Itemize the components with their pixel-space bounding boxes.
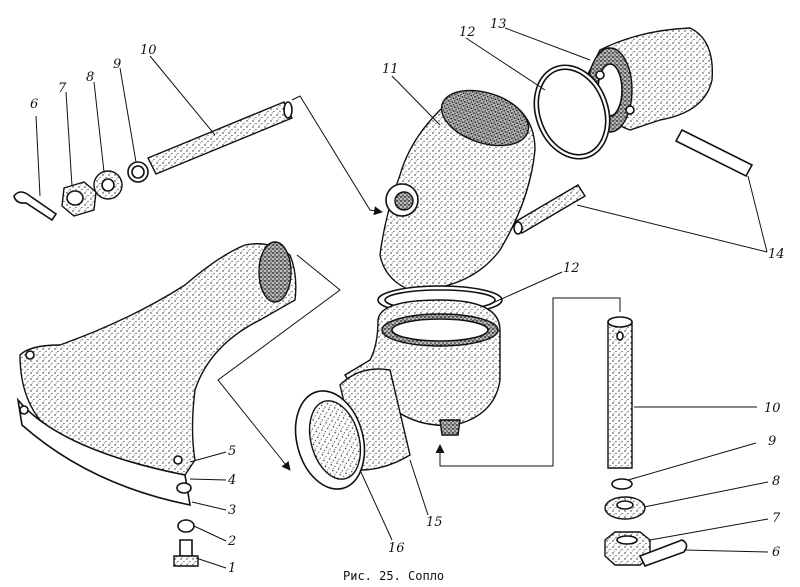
ring-top [127,161,149,183]
castle-nut-top [61,181,97,217]
callout-12-middle: 12 [563,261,580,276]
callout-4: 4 [227,473,236,488]
washer-vertical [604,496,646,520]
callout-5: 5 [228,444,236,459]
callout-15: 15 [426,515,443,530]
callout-3: 3 [228,503,236,518]
leader-lines [35,27,769,569]
callout-9-right: 9 [768,434,776,449]
callout-16: 16 [388,541,405,556]
callout-10-top: 10 [140,43,157,58]
callout-6-right: 6 [772,545,780,560]
elbow-housing [379,89,536,291]
dowel-middle [513,184,586,235]
callout-14: 14 [768,247,785,262]
assembly-path-left [217,254,341,471]
callout-1: 1 [228,561,236,576]
cotter-pin-top [13,191,58,222]
hex-bolt [173,539,199,567]
callout-7-top: 7 [58,81,67,96]
callout-8-top: 8 [86,70,94,85]
figure-caption: Рис. 25. Сопло [343,569,444,583]
assembly-path-right [435,297,621,467]
callout-8-right: 8 [772,474,780,489]
callout-13: 13 [490,17,507,32]
slotted-ring-nut [294,390,366,490]
callout-10-right: 10 [764,401,781,416]
exhaust-pipe [16,241,297,507]
cotter-pin-bottom [638,539,688,567]
assembly-path-top [291,95,383,216]
pin-vertical [607,316,633,469]
seal-ring-top [533,64,611,160]
pin-top [147,101,293,175]
callout-2: 2 [227,534,236,549]
spring-washer [177,519,195,533]
ring-vertical [611,478,633,490]
dowel-right [674,128,754,178]
lock-washer-bottom [176,482,192,494]
callout-12-top: 12 [459,25,476,40]
callout-11: 11 [382,62,399,77]
callout-7-right: 7 [772,511,781,526]
lower-elbow [344,299,501,436]
washer-top [93,170,123,200]
callout-6-top: 6 [30,97,38,112]
callout-9-top: 9 [113,57,121,72]
